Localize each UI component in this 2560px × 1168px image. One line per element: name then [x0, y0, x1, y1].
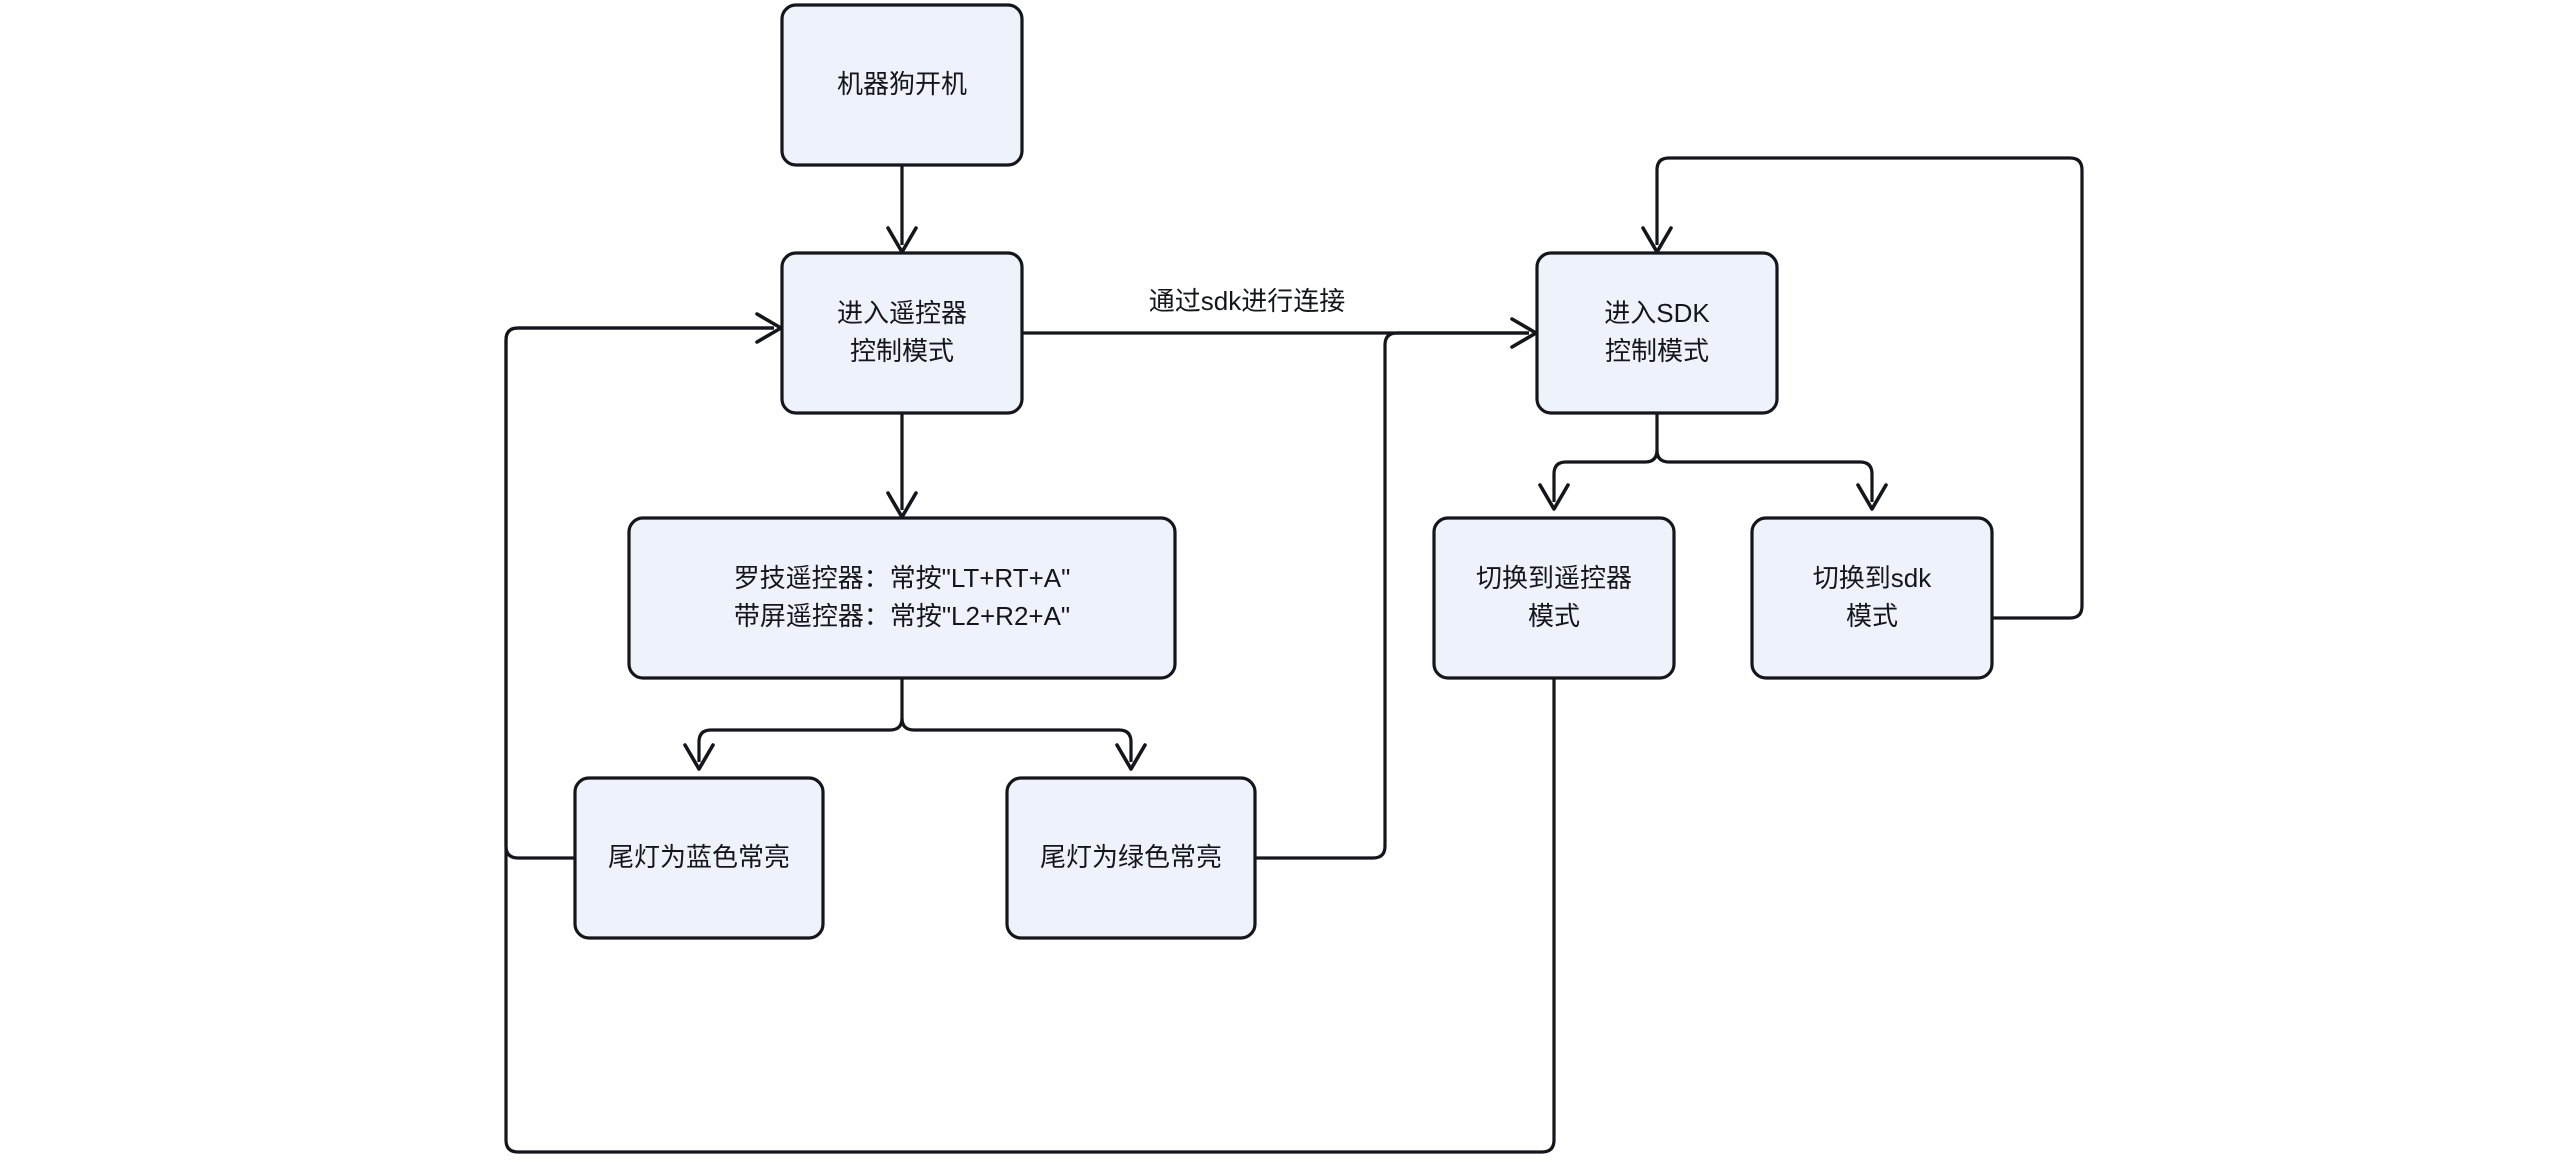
edge-remote-to-combos — [886, 413, 918, 519]
node-taillight-green[interactable]: 尾灯为绿色常亮 — [1005, 776, 1257, 940]
node-taillight-blue-label: 尾灯为蓝色常亮 — [608, 842, 790, 872]
node-enter-sdk-mode-label-line2: 控制模式 — [1605, 336, 1709, 366]
node-taillight-green-label: 尾灯为绿色常亮 — [1040, 842, 1222, 872]
node-taillight-green-shape[interactable] — [1005, 776, 1257, 940]
edge-switchremote-loop-to-remote — [504, 326, 1556, 1154]
node-enter-sdk-mode-shape[interactable] — [1535, 251, 1779, 415]
node-power-on[interactable]: 机器狗开机 — [780, 3, 1024, 167]
node-layer: 机器狗开机 进入遥控器 控制模式 进入SDK 控制模式 罗技遥控器：常按"LT+… — [573, 3, 1994, 940]
node-controller-combos-shape[interactable] — [627, 516, 1177, 680]
node-switch-to-remote[interactable]: 切换到遥控器 模式 — [1432, 516, 1676, 680]
node-taillight-blue-shape[interactable] — [573, 776, 825, 940]
node-controller-combos-label-line2: 带屏遥控器：常按"L2+R2+A" — [734, 601, 1070, 631]
edge-green-loop-to-sdk — [1255, 331, 1529, 860]
node-switch-to-remote-label-line1: 切换到遥控器 — [1476, 563, 1632, 593]
edge-combos-fork — [683, 678, 1147, 771]
node-switch-to-sdk[interactable]: 切换到sdk 模式 — [1750, 516, 1994, 680]
node-enter-remote-mode-label-line2: 控制模式 — [850, 336, 954, 366]
node-taillight-blue[interactable]: 尾灯为蓝色常亮 — [573, 776, 825, 940]
edge-label-sdk-connect: 通过sdk进行连接 — [1149, 286, 1345, 316]
node-enter-remote-mode-shape[interactable] — [780, 251, 1024, 415]
node-enter-sdk-mode[interactable]: 进入SDK 控制模式 — [1535, 251, 1779, 415]
node-switch-to-remote-shape[interactable] — [1432, 516, 1676, 680]
node-switch-to-sdk-label-line1: 切换到sdk — [1813, 563, 1932, 593]
edge-poweron-to-remote — [886, 165, 918, 254]
node-enter-remote-mode[interactable]: 进入遥控器 控制模式 — [780, 251, 1024, 415]
node-enter-remote-mode-label-line1: 进入遥控器 — [837, 298, 967, 328]
edge-label-layer: 通过sdk进行连接 — [1149, 286, 1345, 316]
node-power-on-label: 机器狗开机 — [837, 69, 967, 99]
node-controller-combos-label-line1: 罗技遥控器：常按"LT+RT+A" — [734, 563, 1071, 593]
node-enter-sdk-mode-label-line1: 进入SDK — [1604, 298, 1710, 328]
edge-sdk-fork — [1538, 413, 1888, 511]
node-switch-to-sdk-shape[interactable] — [1750, 516, 1994, 680]
node-power-on-shape[interactable] — [780, 3, 1024, 167]
node-switch-to-sdk-label-line2: 模式 — [1846, 601, 1898, 631]
node-controller-combos[interactable]: 罗技遥控器：常按"LT+RT+A" 带屏遥控器：常按"L2+R2+A" — [627, 516, 1177, 680]
node-switch-to-remote-label-line2: 模式 — [1528, 601, 1580, 631]
